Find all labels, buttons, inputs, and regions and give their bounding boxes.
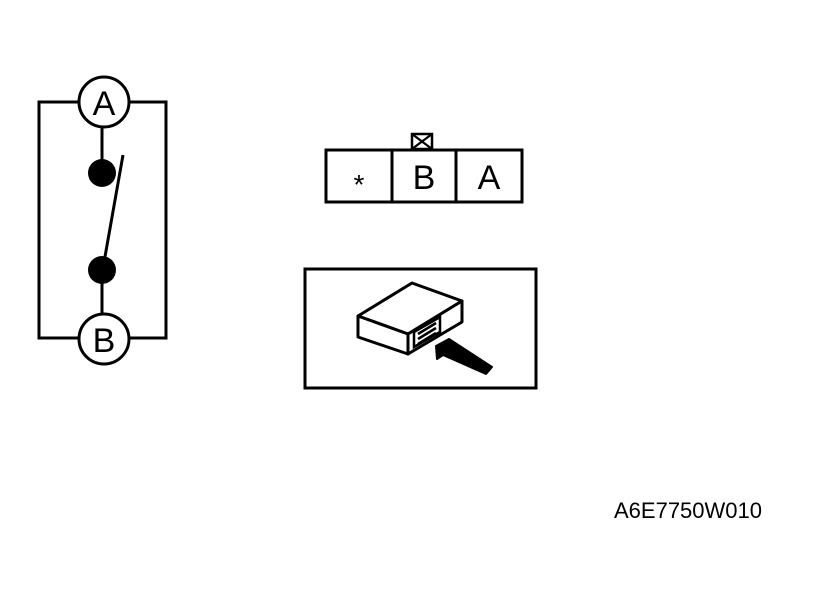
module-connector-pins [417, 321, 437, 346]
terminal-a-label: A [93, 85, 116, 123]
connector-cell-1-label: * [354, 169, 365, 200]
connector-cell-2-label: B [413, 159, 436, 197]
switch-contact-lower [88, 256, 116, 284]
switch-blade [101, 154, 125, 269]
terminal-a-circle [77, 75, 131, 129]
circuit-loop-right-wire [128, 100, 168, 340]
terminal-b-circle [77, 312, 131, 366]
lock-tab-cross-icon [411, 133, 433, 150]
terminal-b-label: B [93, 322, 116, 360]
circuit-loop-left-wire [37, 100, 80, 340]
connector-body [324, 148, 524, 204]
location-arrow-icon [435, 338, 493, 375]
component-location-inset [303, 267, 538, 390]
figure-code: A6E7750W010 [614, 498, 762, 523]
connector-face: * B A [324, 132, 524, 204]
switch-circuit: A B [37, 75, 168, 366]
switch-contact-upper [88, 159, 116, 187]
connector-cell-3-label: A [478, 159, 501, 197]
